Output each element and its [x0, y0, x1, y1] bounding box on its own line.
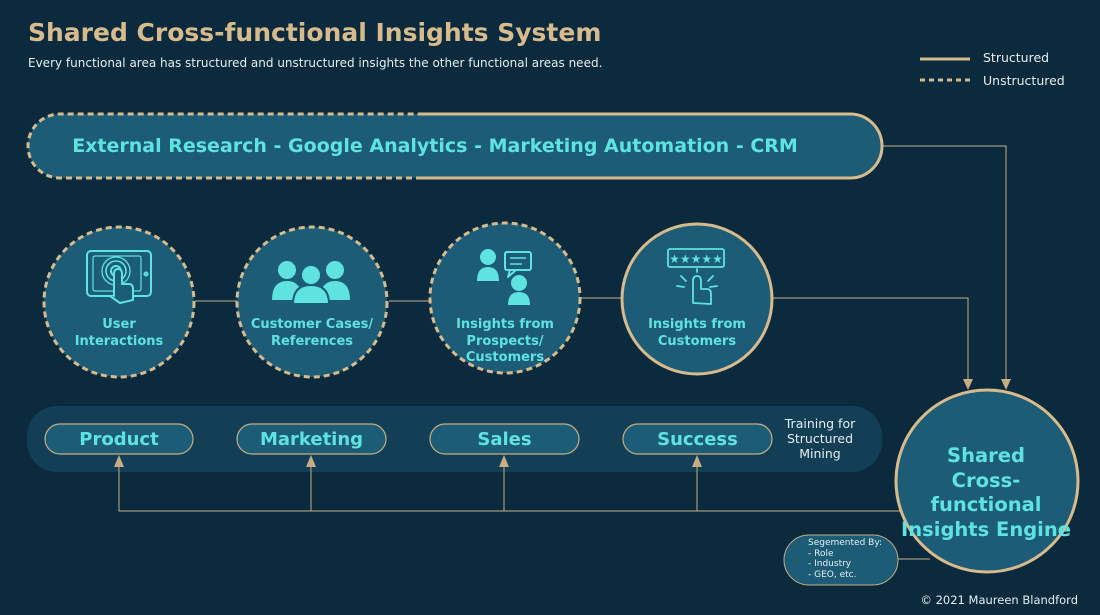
training-note: Training for Structured Mining [776, 416, 864, 461]
legend-structured-label: Structured [983, 50, 1050, 65]
function-label-success: Success [657, 428, 738, 450]
insights-engine-label: Shared Cross-functional Insights Engine [900, 444, 1072, 542]
insights-engine-circle [894, 388, 1080, 574]
arrowhead-product [114, 455, 124, 467]
circle-label-line: User [102, 317, 136, 332]
training-line: Mining [799, 446, 841, 461]
segment-item: - GEO, etc. [808, 569, 857, 580]
circle-label-line: Insights from [456, 317, 554, 332]
arrowhead-success [692, 455, 702, 467]
function-pill-sales [429, 423, 580, 455]
function-pill-success [622, 423, 773, 455]
circle-insights-prospects [428, 221, 582, 375]
engine-to-functions-connector [118, 462, 905, 512]
svg-text:★★★★★: ★★★★★ [669, 252, 723, 266]
circle-label-line: Insights from [648, 317, 746, 332]
copyright-text: © 2021 Maureen Blandford [920, 593, 1078, 607]
training-line: Training for [784, 416, 856, 431]
function-label-sales: Sales [477, 428, 532, 450]
page-title: Shared Cross-functional Insights System [28, 18, 602, 47]
engine-label-line: Shared [947, 444, 1025, 467]
engine-label-line: Insights Engine [901, 517, 1071, 541]
circles-to-engine-connector [773, 297, 969, 383]
segment-callout [783, 534, 899, 586]
segment-item: - Industry [808, 559, 852, 569]
circle-label-line: Customers [465, 350, 545, 365]
legend-unstructured-label: Unstructured [983, 73, 1065, 88]
segment-heading: Segemented By: [808, 538, 883, 548]
data-sources-banner [28, 114, 882, 178]
circle-label-line: Interactions [74, 333, 164, 349]
segment-callout-text: Segemented By: - Role - Industry - GEO, … [808, 538, 882, 580]
circle-label-line: Customers [657, 333, 737, 349]
arrowhead-sales [499, 455, 509, 467]
function-label-product: Product [79, 428, 159, 450]
conversation-icon [477, 249, 532, 305]
banner-solid-border [422, 112, 884, 180]
touch-tablet-icon [86, 250, 152, 304]
banner-dashed-border [26, 112, 422, 180]
circle-label-customer-cases: Customer Cases/ References [237, 317, 387, 350]
engine-label-line: Cross-functional [930, 468, 1042, 517]
circle-label-line: References [270, 333, 354, 349]
banner-to-engine-connector [882, 145, 1007, 383]
star-rating-icon: ★★★★★ [667, 248, 725, 305]
data-sources-label: External Research - Google Analytics - M… [72, 135, 798, 157]
circle-label-line: Prospects/ [466, 333, 544, 349]
people-group-icon [272, 261, 350, 305]
function-label-marketing: Marketing [259, 428, 364, 450]
function-pill-product [44, 423, 194, 455]
circle-label-user-interactions: User Interactions [44, 317, 194, 350]
training-line: Structured [786, 431, 854, 446]
banner-to-engine-arrowhead [1001, 379, 1011, 390]
page-subtitle: Every functional area has structured and… [28, 56, 603, 70]
function-pill-marketing [236, 423, 387, 455]
segment-item: - Role [808, 548, 834, 559]
circle-insights-customers [620, 222, 774, 376]
circle-label-insights-prospects: Insights from Prospects/ Customers [430, 317, 580, 367]
circle-label-line: Customer Cases/ [250, 317, 374, 332]
arrowhead-marketing [306, 455, 316, 467]
circles-to-engine-arrowhead [963, 379, 973, 390]
circle-label-insights-customers: Insights from Customers [622, 317, 772, 350]
